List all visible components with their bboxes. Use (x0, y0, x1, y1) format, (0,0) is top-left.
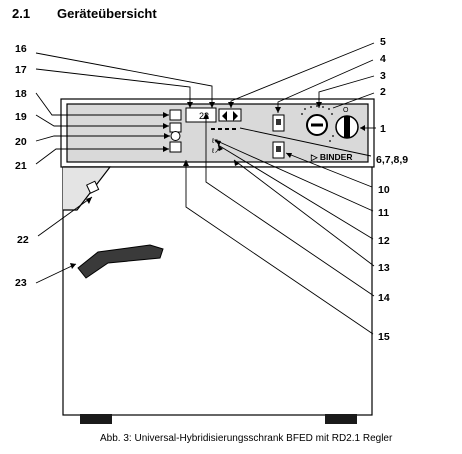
callout-19: 19 (15, 111, 27, 123)
switch-4-rocker (276, 119, 281, 125)
arrow-keys-icon (222, 111, 238, 121)
callout-12: 12 (378, 235, 390, 247)
callout-4: 4 (380, 53, 386, 65)
section-title: Geräteübersicht (57, 6, 157, 21)
callout-20: 20 (15, 136, 27, 148)
callout-21: 21 (15, 160, 27, 172)
knob-scale-dots (301, 105, 334, 142)
button-19[interactable] (169, 122, 182, 133)
callout-labels: 1 2 3 4 5 6,7,8,9 10 11 12 13 14 15 16 1… (15, 36, 408, 343)
main-switch[interactable] (335, 115, 359, 139)
callout-3: 3 (380, 70, 386, 82)
door-lock[interactable] (86, 180, 100, 194)
foot-left (80, 414, 112, 424)
cabinet-door (62, 166, 373, 416)
section-number: 2.1 (12, 6, 31, 21)
callout-22: 22 (17, 234, 29, 246)
temperature-knob[interactable] (306, 114, 328, 136)
callout-10: 10 (378, 184, 390, 196)
callout-15: 15 (378, 331, 390, 343)
callout-2: 2 (380, 86, 386, 98)
button-21[interactable] (169, 141, 182, 153)
indicator-icon-12: ℓ▾ (211, 138, 218, 145)
figure-caption: Abb. 3: Universal-Hybridisierungsschrank… (100, 433, 393, 444)
callout-18: 18 (15, 88, 27, 100)
brand-logo: ▷ BINDER (310, 152, 352, 162)
cabinet (60, 98, 375, 416)
button-18[interactable] (169, 109, 182, 121)
display-value: 23 (199, 111, 209, 121)
callout-6789: 6,7,8,9 (376, 154, 408, 166)
callout-17: 17 (15, 64, 27, 76)
callout-leaders (35, 42, 376, 335)
callout-13: 13 (378, 262, 390, 274)
callout-5: 5 (380, 36, 386, 48)
callout-arrowheads (70, 102, 365, 269)
button-20[interactable] (170, 131, 181, 141)
callout-23: 23 (15, 277, 27, 289)
led-row (211, 128, 236, 130)
callout-16: 16 (15, 43, 27, 55)
indicator-icon-13: ℓ↗ (211, 148, 220, 155)
controller-keys[interactable] (218, 108, 242, 122)
callout-1: 1 (380, 123, 386, 135)
main-switch-mark-icon: O (343, 107, 349, 114)
callout-11: 11 (378, 207, 389, 219)
switch-10-rocker (276, 146, 281, 152)
callout-14: 14 (378, 292, 390, 304)
foot-right (325, 414, 357, 424)
door-handle[interactable] (77, 244, 164, 279)
